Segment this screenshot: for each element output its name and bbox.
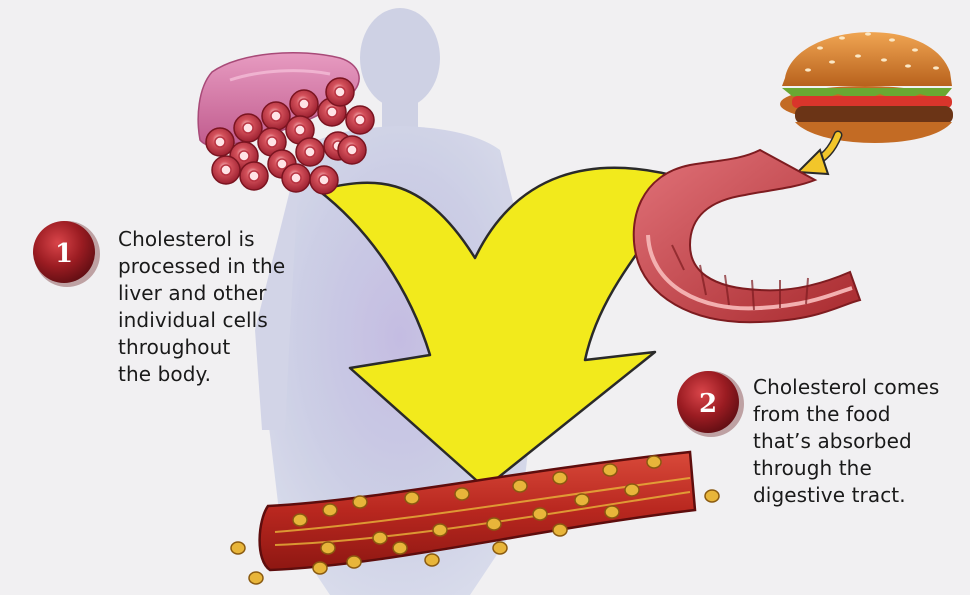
plaque-particle bbox=[347, 556, 361, 568]
plaque-particle bbox=[231, 542, 245, 554]
step-2-line: digestive tract. bbox=[753, 482, 939, 509]
plaque-particle bbox=[373, 532, 387, 544]
plaque-particle bbox=[553, 472, 567, 484]
plaque-particle bbox=[433, 524, 447, 536]
plaque-particle bbox=[293, 514, 307, 526]
step-2-line: through the bbox=[753, 455, 939, 482]
plaque-particle bbox=[323, 504, 337, 516]
plaque-particle bbox=[321, 542, 335, 554]
cell-icon bbox=[326, 78, 354, 106]
cell-icon bbox=[262, 102, 290, 130]
plaque-particle bbox=[405, 492, 419, 504]
plaque-particle bbox=[605, 506, 619, 518]
cell-icon bbox=[240, 162, 268, 190]
cell-icon bbox=[234, 114, 262, 142]
plaque-particle bbox=[249, 572, 263, 584]
step-1-line: individual cells bbox=[118, 307, 285, 334]
cell-icon bbox=[290, 90, 318, 118]
cell-icon bbox=[338, 136, 366, 164]
step-1-number: 1 bbox=[55, 239, 73, 269]
step-1-line: processed in the bbox=[118, 253, 285, 280]
step-1-line: Cholesterol is bbox=[118, 226, 285, 253]
plaque-particle bbox=[313, 562, 327, 574]
plaque-particle bbox=[487, 518, 501, 530]
cell-icon bbox=[296, 138, 324, 166]
step-2-line: Cholesterol comes bbox=[753, 374, 939, 401]
plaque-particle bbox=[603, 464, 617, 476]
hamburger-icon bbox=[780, 32, 953, 143]
step-2-description: Cholesterol comes from the food that’s a… bbox=[753, 374, 939, 509]
plaque-particle bbox=[625, 484, 639, 496]
step-1-line: the body. bbox=[118, 361, 285, 388]
plaque-particle bbox=[513, 480, 527, 492]
step-1-line: throughout bbox=[118, 334, 285, 361]
step-1-badge: 1 bbox=[33, 221, 100, 287]
plaque-particle bbox=[425, 554, 439, 566]
intestine-icon bbox=[634, 150, 860, 322]
step-2-badge: 2 bbox=[677, 371, 744, 437]
cell-icon bbox=[282, 164, 310, 192]
cell-icon bbox=[346, 106, 374, 134]
step-1-line: liver and other bbox=[118, 280, 285, 307]
plaque-particle bbox=[575, 494, 589, 506]
plaque-particle bbox=[393, 542, 407, 554]
small-arrow-icon bbox=[798, 135, 838, 174]
plaque-particle bbox=[705, 490, 719, 502]
step-2-line: from the food bbox=[753, 401, 939, 428]
step-1-description: Cholesterol is processed in the liver an… bbox=[118, 226, 285, 388]
step-2-number: 2 bbox=[699, 389, 717, 419]
cell-icon bbox=[206, 128, 234, 156]
cell-icon bbox=[310, 166, 338, 194]
plaque-particle bbox=[455, 488, 469, 500]
plaque-particle bbox=[533, 508, 547, 520]
plaque-particle bbox=[353, 496, 367, 508]
plaque-particle bbox=[553, 524, 567, 536]
plaque-particle bbox=[647, 456, 661, 468]
plaque-particle bbox=[493, 542, 507, 554]
step-2-line: that’s absorbed bbox=[753, 428, 939, 455]
cell-icon bbox=[212, 156, 240, 184]
